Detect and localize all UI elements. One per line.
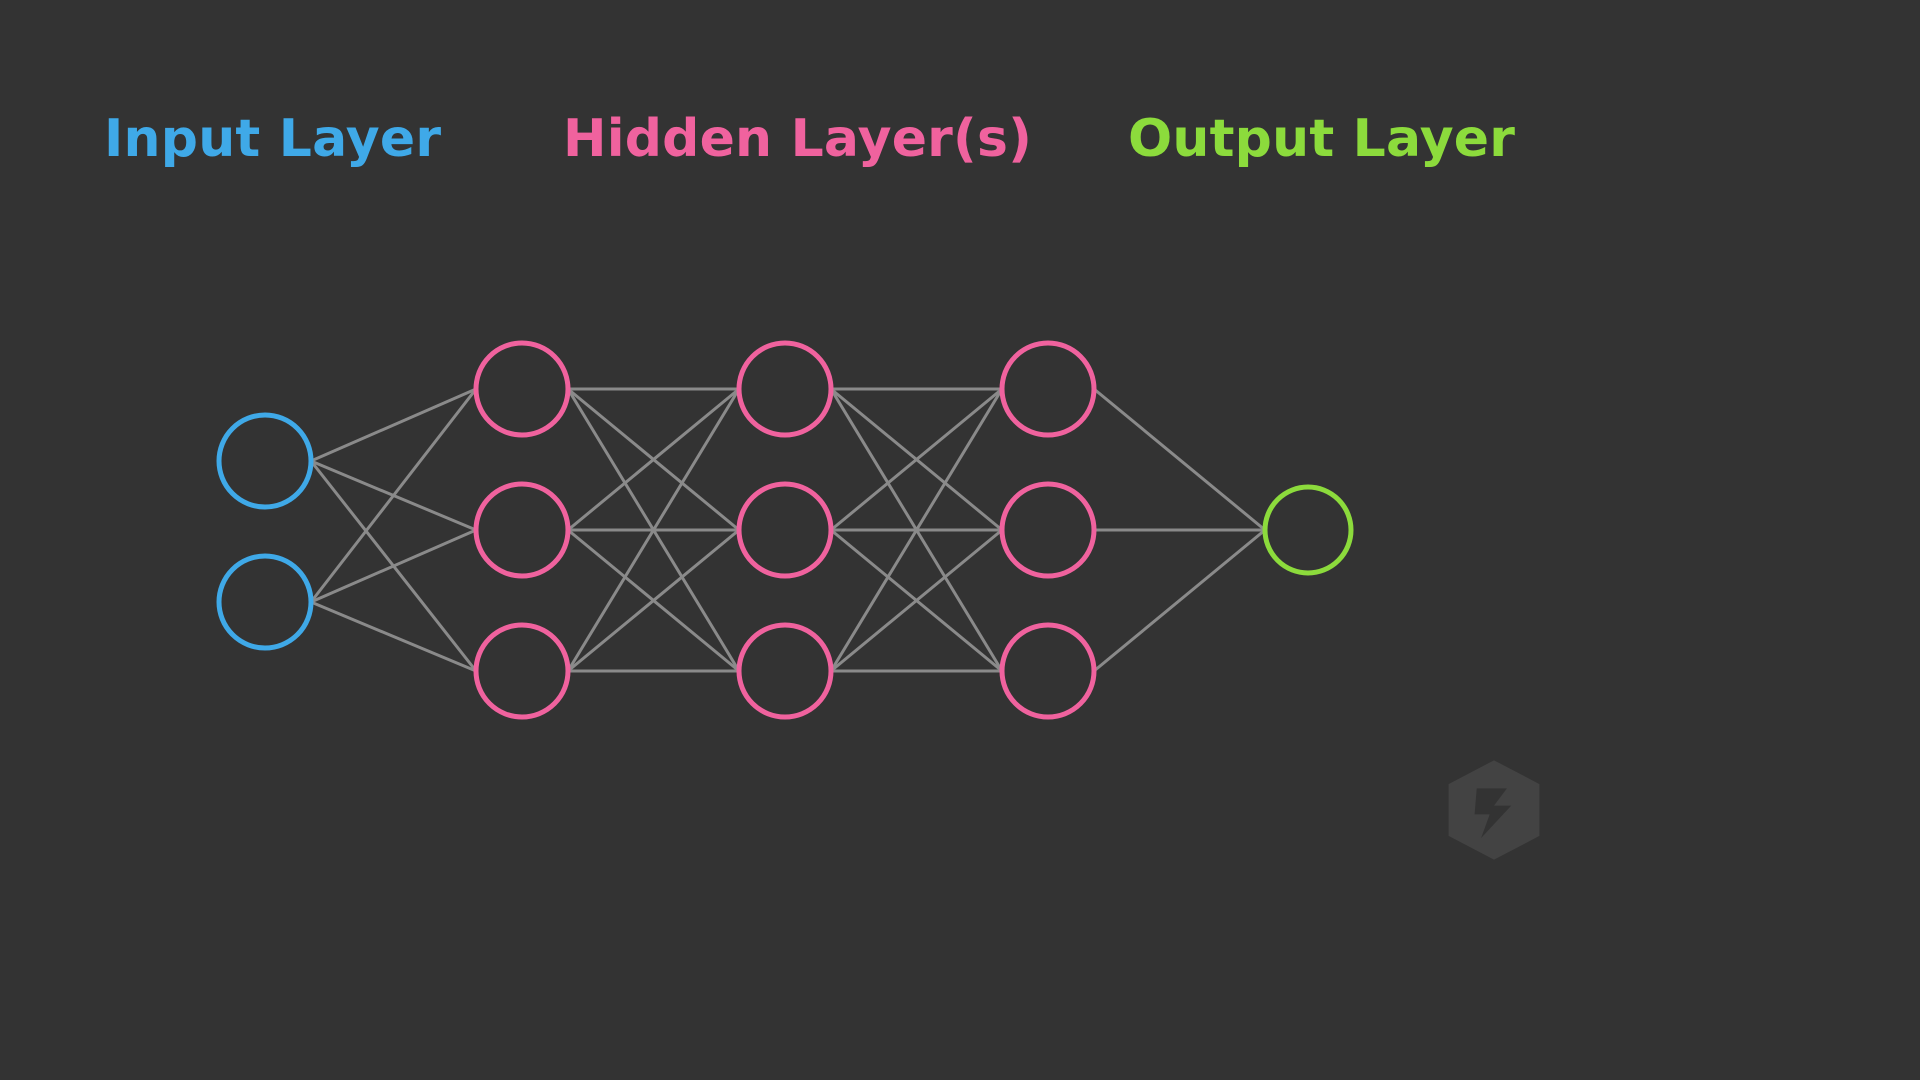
neuron-node-h1_2	[473, 481, 571, 579]
hidden-layer-label: Hidden Layer(s)	[563, 109, 1033, 169]
connection-edge	[566, 528, 741, 673]
connection-edges-group	[309, 387, 1267, 673]
neuron-node-i1	[216, 412, 314, 510]
neuron-node-h3_2	[999, 481, 1097, 579]
neuron-node-h3_3	[999, 622, 1097, 720]
connection-edge	[309, 600, 478, 673]
neuron-node-h2_3	[736, 622, 834, 720]
neuron-node-h2_1	[736, 340, 834, 438]
connection-edge	[566, 387, 741, 673]
connection-edge	[566, 387, 741, 532]
connection-edge	[309, 387, 478, 463]
connection-edge	[309, 528, 478, 604]
output-layer-label: Output Layer	[1128, 109, 1516, 169]
input-layer-label: Input Layer	[104, 109, 442, 169]
neuron-node-h1_1	[473, 340, 571, 438]
neuron-node-h2_2	[736, 481, 834, 579]
connection-edge	[829, 528, 1004, 673]
connection-edge	[829, 387, 1004, 673]
connection-edge	[1092, 387, 1267, 532]
neuron-node-h3_1	[999, 340, 1097, 438]
connection-edge	[1092, 528, 1267, 673]
neuron-node-i2	[216, 553, 314, 651]
neuron-nodes-group	[216, 340, 1354, 720]
neuron-node-o1	[1262, 484, 1354, 576]
neuron-node-h1_3	[473, 622, 571, 720]
connection-edge	[309, 387, 478, 604]
connection-edge	[829, 387, 1004, 532]
